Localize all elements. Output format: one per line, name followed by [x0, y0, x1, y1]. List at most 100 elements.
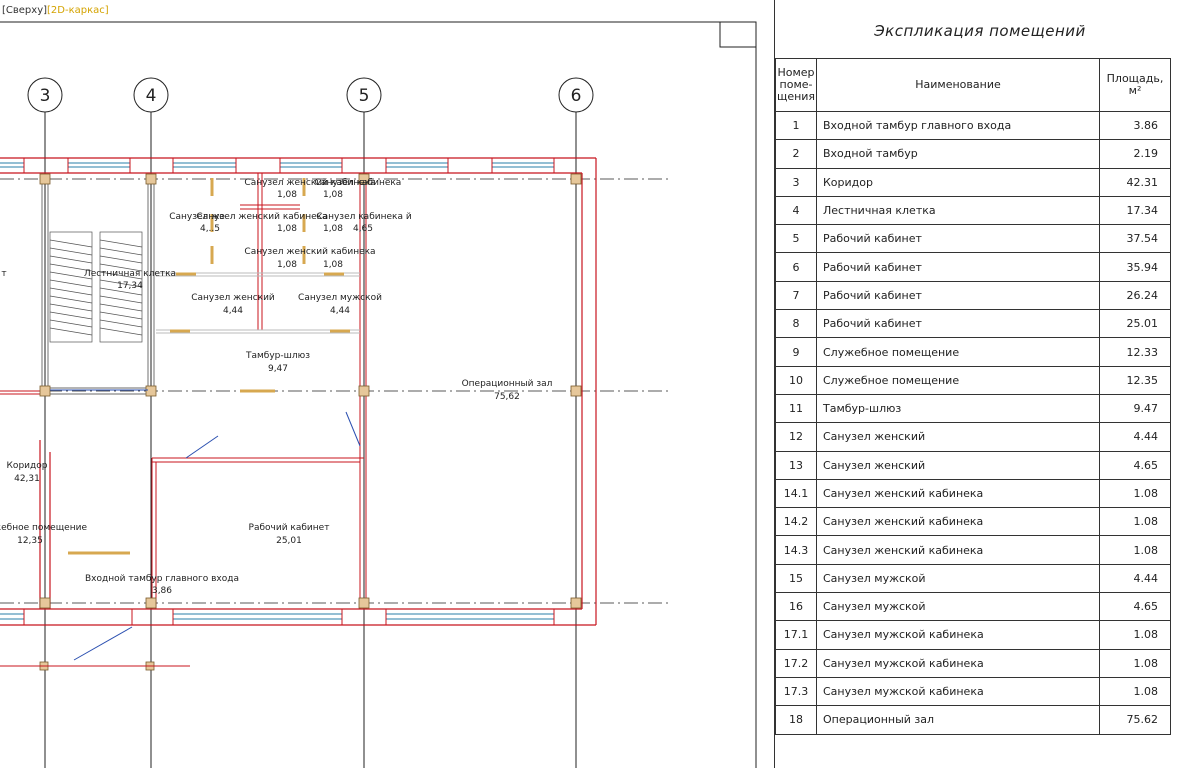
header-name: Наименование — [816, 58, 1100, 112]
room-area: 2.19 — [1099, 139, 1171, 169]
room-name: Санузел мужской кабинека — [816, 676, 1100, 707]
drawing-viewport[interactable]: [Сверху][2D-каркас] 3 4 — [0, 0, 770, 768]
room-name: Санузел женский кабинека — [816, 507, 1100, 537]
room-name: Санузел мужской кабинека — [816, 648, 1100, 678]
svg-text:42,31: 42,31 — [14, 474, 40, 484]
visual-style-label[interactable]: [2D-каркас] — [47, 5, 109, 16]
svg-text:т: т — [1, 269, 6, 279]
room-area: 75.62 — [1099, 705, 1171, 735]
svg-text:1,08: 1,08 — [323, 190, 343, 200]
svg-text:Санузел женский кабинека: Санузел женский кабинека — [244, 247, 375, 257]
room-area: 25.01 — [1099, 309, 1171, 339]
svg-text:Лестничная клетка: Лестничная клетка — [84, 269, 176, 279]
room-name: Санузел мужской кабинека — [816, 620, 1100, 650]
room-name: Санузел женский кабинека — [816, 478, 1100, 509]
room-number: 1 — [775, 110, 817, 141]
header-area-line: Площадь, — [1106, 72, 1164, 85]
svg-text:Санузел женский: Санузел женский — [191, 293, 275, 303]
windows-top — [0, 162, 554, 168]
room-number: 15 — [775, 563, 817, 594]
axis-marker-4: 4 — [133, 77, 169, 113]
header-number-line: щения — [776, 90, 816, 103]
room-number: 13 — [775, 450, 817, 480]
room-area: 1.08 — [1099, 648, 1171, 678]
svg-text:75,62: 75,62 — [494, 392, 520, 402]
exterior-walls — [0, 157, 597, 626]
room-name: Тамбур-шлюз — [816, 393, 1100, 424]
room-area: 26.24 — [1099, 280, 1171, 311]
room-area: 1.08 — [1099, 676, 1171, 707]
room-number: 5 — [775, 224, 817, 254]
room-number: 17.1 — [775, 620, 817, 650]
room-number: 11 — [775, 393, 817, 424]
room-area: 37.54 — [1099, 224, 1171, 254]
room-label: Санузел кабинека й1,08 — [316, 212, 412, 234]
room-number: 12 — [775, 422, 817, 452]
svg-text:жебное помещение: жебное помещение — [0, 523, 87, 533]
svg-text:Санузел же: Санузел же — [169, 212, 225, 222]
room-area: 4.44 — [1099, 422, 1171, 452]
room-area: 4.44 — [1099, 563, 1171, 594]
axis-lines — [44, 112, 577, 768]
room-number: 10 — [775, 365, 817, 395]
svg-text:4,..5: 4,..5 — [200, 224, 220, 234]
room-name: Лестничная клетка — [816, 195, 1100, 226]
svg-text:Санузел мужской: Санузел мужской — [298, 293, 382, 303]
door-swings — [50, 389, 361, 661]
room-name: Рабочий кабинет — [816, 280, 1100, 311]
room-number: 9 — [775, 337, 817, 367]
svg-text:4,44: 4,44 — [223, 306, 243, 316]
windows-bottom — [0, 613, 554, 620]
header-area-line: м² — [1128, 84, 1142, 97]
sheet-frame — [0, 21, 757, 768]
room-number: 16 — [775, 592, 817, 622]
viewport-controls[interactable]: [Сверху][2D-каркас] — [2, 5, 109, 16]
room-name: Санузел женский кабинека — [816, 535, 1100, 565]
room-name: Рабочий кабинет — [816, 224, 1100, 254]
room-number: 4 — [775, 195, 817, 226]
svg-text:3,86: 3,86 — [152, 586, 172, 596]
room-area: 42.31 — [1099, 167, 1171, 197]
view-direction-label[interactable]: [Сверху] — [2, 5, 48, 16]
room-number: 14.3 — [775, 535, 817, 565]
room-area: 35.94 — [1099, 252, 1171, 282]
svg-text:Санузел женский кабинека: Санузел женский кабинека — [244, 178, 375, 188]
axis-label: 6 — [571, 86, 582, 106]
svg-text:25,01: 25,01 — [276, 536, 302, 546]
room-name: Рабочий кабинет — [816, 309, 1100, 339]
room-schedule-table: Номер поме- щения Наименование Площадь, … — [775, 58, 1171, 735]
room-number: 18 — [775, 705, 817, 735]
svg-text:4,65: 4,65 — [353, 224, 373, 234]
room-name: Входной тамбур — [816, 139, 1100, 169]
svg-text:Тамбур-шлюз: Тамбур-шлюз — [245, 351, 310, 361]
axis-marker-3: 3 — [27, 77, 63, 113]
room-area: 3.86 — [1099, 110, 1171, 141]
room-label: Санузел женский кабинека 1,08 — [244, 178, 375, 200]
room-name: Служебное помещение — [816, 337, 1100, 367]
room-number: 6 — [775, 252, 817, 282]
room-number: 3 — [775, 167, 817, 197]
header-number: Номер поме- щения — [775, 58, 817, 112]
